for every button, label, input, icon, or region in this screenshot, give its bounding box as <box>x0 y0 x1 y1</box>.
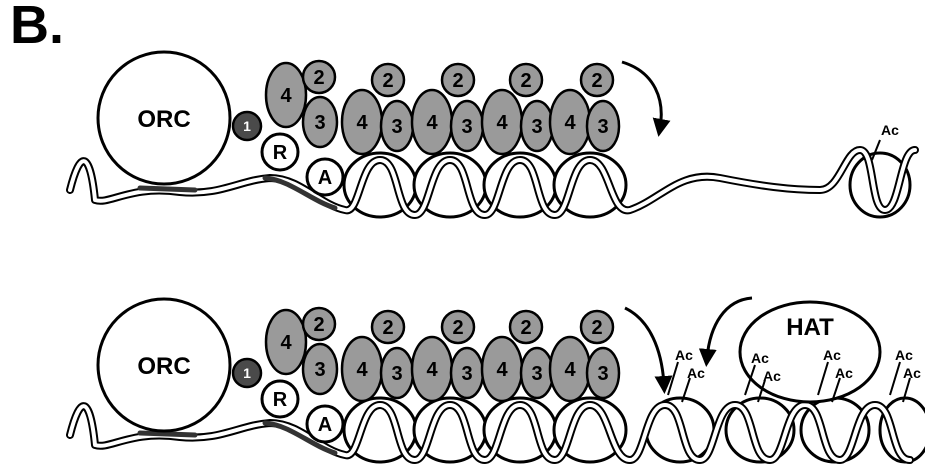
bottom-orc-label: ORC <box>137 353 190 380</box>
top-sir2-label: 2 <box>313 67 324 89</box>
bottom-sir3-label: 3 <box>461 363 472 385</box>
top-sir3-label: 3 <box>314 112 325 134</box>
top-sir4-label: 4 <box>356 112 368 134</box>
top-sir3-label: 3 <box>391 116 402 138</box>
bottom-sir3-label: 3 <box>531 363 542 385</box>
top-a-label: A <box>318 167 332 189</box>
top-orc: ORC <box>98 52 230 184</box>
top-sir-complexes: 4 2 3 4 3 2 4 3 2 4 3 2 4 3 <box>266 61 619 154</box>
top-spreading-arrow <box>622 62 661 128</box>
bottom-orc: ORC <box>98 299 230 431</box>
bottom-sir3-label: 3 <box>314 359 325 381</box>
bottom-a-label: A <box>318 414 332 436</box>
top-ac-label: Ac <box>881 122 899 138</box>
bottom-ac-label: Ac <box>895 347 913 363</box>
top-sir2-label: 2 <box>520 70 531 92</box>
top-sir2-label: 2 <box>452 70 463 92</box>
bottom-ac-label: Ac <box>835 365 853 381</box>
top-sir4-label: 4 <box>496 112 508 134</box>
top-sir3-label: 3 <box>531 116 542 138</box>
bottom-row: ORC 1 R A 4 2 3 4 3 2 4 3 <box>70 298 925 462</box>
bottom-sir4-label: 4 <box>496 359 508 381</box>
bottom-sir2-label: 2 <box>313 314 324 336</box>
bottom-sir4-label: 4 <box>356 359 368 381</box>
bottom-sir4-label: 4 <box>564 359 576 381</box>
bottom-ac-label: Ac <box>751 350 769 366</box>
bottom-sir4-label: 4 <box>426 359 438 381</box>
top-sir4-label: 4 <box>280 85 292 107</box>
bottom-ac-label: Ac <box>763 368 781 384</box>
bottom-ac-label: Ac <box>687 365 705 381</box>
top-orc-label: ORC <box>137 106 190 133</box>
bottom-ac-label: Ac <box>903 365 921 381</box>
bottom-hat-label: HAT <box>786 314 834 341</box>
bottom-sir3-label: 3 <box>391 363 402 385</box>
top-row: ORC 1 R A 4 2 3 4 3 2 4 <box>70 52 915 217</box>
top-sir2-label: 2 <box>382 70 393 92</box>
top-r-label: R <box>273 142 288 164</box>
top-sir4-label: 4 <box>564 112 576 134</box>
top-sir2-label: 2 <box>591 70 602 92</box>
bottom-sir-complexes: 4 2 3 4 3 2 4 3 2 4 3 2 4 3 <box>266 308 619 401</box>
top-sir4-label: 4 <box>426 112 438 134</box>
bottom-sir2-label: 2 <box>591 317 602 339</box>
bottom-sir3-label: 3 <box>597 363 608 385</box>
bottom-sir2-label: 2 <box>382 317 393 339</box>
top-sir3-label: 3 <box>597 116 608 138</box>
bottom-ac-label: Ac <box>823 347 841 363</box>
bottom-r-label: R <box>273 389 288 411</box>
bottom-sir2-label: 2 <box>520 317 531 339</box>
bottom-ac-label: Ac <box>675 347 693 363</box>
bottom-mcm1-label: 1 <box>243 365 251 381</box>
top-sir3-label: 3 <box>461 116 472 138</box>
bottom-sir2-label: 2 <box>452 317 463 339</box>
bottom-spreading-arrow <box>625 308 664 385</box>
top-mcm1-label: 1 <box>243 118 251 134</box>
bottom-sir4-label: 4 <box>280 332 292 354</box>
